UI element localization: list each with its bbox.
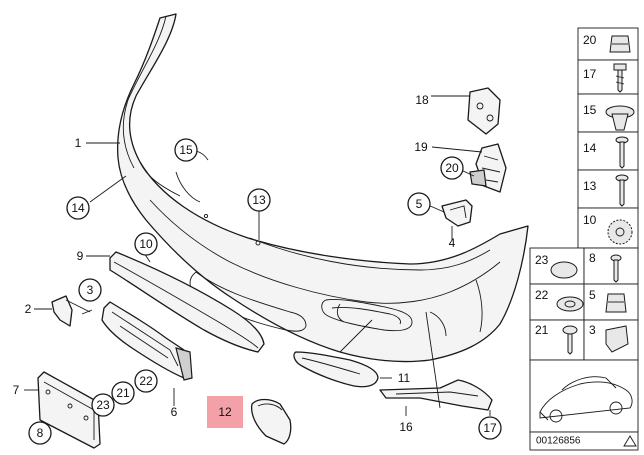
bumper-cover[interactable] (116, 13, 529, 363)
triangle-icon (623, 435, 637, 447)
side-label-17: 17 (583, 67, 597, 81)
label-11: 11 (398, 371, 411, 385)
callout-21: 21 (116, 386, 130, 400)
toothed-washer-icon (556, 296, 584, 312)
car-thumbnail-icon (539, 376, 633, 423)
callout-14: 14 (71, 201, 85, 215)
callout-23: 23 (96, 398, 110, 412)
screw-icon (610, 254, 622, 283)
bumper-trim-strip[interactable] (109, 251, 265, 353)
label-7: 7 (13, 383, 20, 397)
label-2: 2 (25, 302, 32, 316)
label-6: 6 (171, 405, 178, 419)
expanding-rivet-icon (605, 325, 629, 353)
side-label-14: 14 (583, 141, 597, 155)
cage-nut-icon (605, 293, 627, 313)
callout-20: 20 (445, 161, 459, 175)
cage-nut-icon (609, 35, 631, 53)
callout-13: 13 (252, 193, 266, 207)
side-label-8: 8 (589, 251, 596, 265)
screw-icon (562, 325, 578, 355)
callout-5: 5 (416, 197, 423, 211)
callout-10: 10 (139, 237, 153, 251)
grille-insert[interactable] (293, 351, 379, 388)
label-12: 12 (218, 405, 232, 419)
side-label-15: 15 (583, 103, 597, 117)
side-label-20: 20 (583, 33, 597, 47)
highlight-box (207, 396, 243, 428)
blind-plug-icon (550, 261, 578, 279)
bracket-part-19[interactable] (469, 143, 507, 193)
side-label-3: 3 (589, 323, 596, 337)
towing-eye-cover[interactable] (250, 398, 292, 445)
side-label-22: 22 (535, 288, 549, 302)
label-4: 4 (449, 236, 456, 250)
plain-labels: 1 9 2 7 6 12 11 16 18 19 4 (13, 93, 456, 434)
diagram-id: 00126856 (536, 436, 581, 447)
callout-22: 22 (139, 374, 153, 388)
licence-plate-base[interactable] (101, 301, 193, 381)
toothed-washer-icon (607, 219, 633, 245)
bracket-part-4[interactable] (441, 199, 473, 227)
callout-15: 15 (179, 143, 193, 157)
bracket-part-2[interactable] (51, 295, 93, 327)
screw-icon (615, 136, 629, 169)
leader-lines (24, 95, 491, 416)
label-19: 19 (414, 140, 428, 154)
screw-icon (613, 63, 627, 93)
label-16: 16 (399, 420, 413, 434)
bracket-part-18[interactable] (467, 87, 501, 135)
spoiler-lip[interactable] (379, 379, 493, 411)
callout-3: 3 (87, 283, 94, 297)
fastener-panel: 20 17 15 14 13 10 23 8 22 5 21 3 0012685… (529, 27, 639, 451)
side-label-13: 13 (583, 179, 597, 193)
side-label-23: 23 (535, 253, 549, 267)
callout-17: 17 (483, 421, 497, 435)
label-18: 18 (415, 93, 429, 107)
label-9: 9 (77, 249, 84, 263)
screw-icon (615, 174, 629, 207)
label-1: 1 (75, 136, 82, 150)
callouts: 15 14 13 10 3 22 21 23 8 20 5 17 (28, 138, 502, 445)
expanding-rivet-icon (605, 105, 635, 131)
side-label-10: 10 (583, 213, 597, 227)
callout-8: 8 (37, 426, 44, 440)
side-label-21: 21 (535, 323, 549, 337)
side-label-5: 5 (589, 288, 596, 302)
